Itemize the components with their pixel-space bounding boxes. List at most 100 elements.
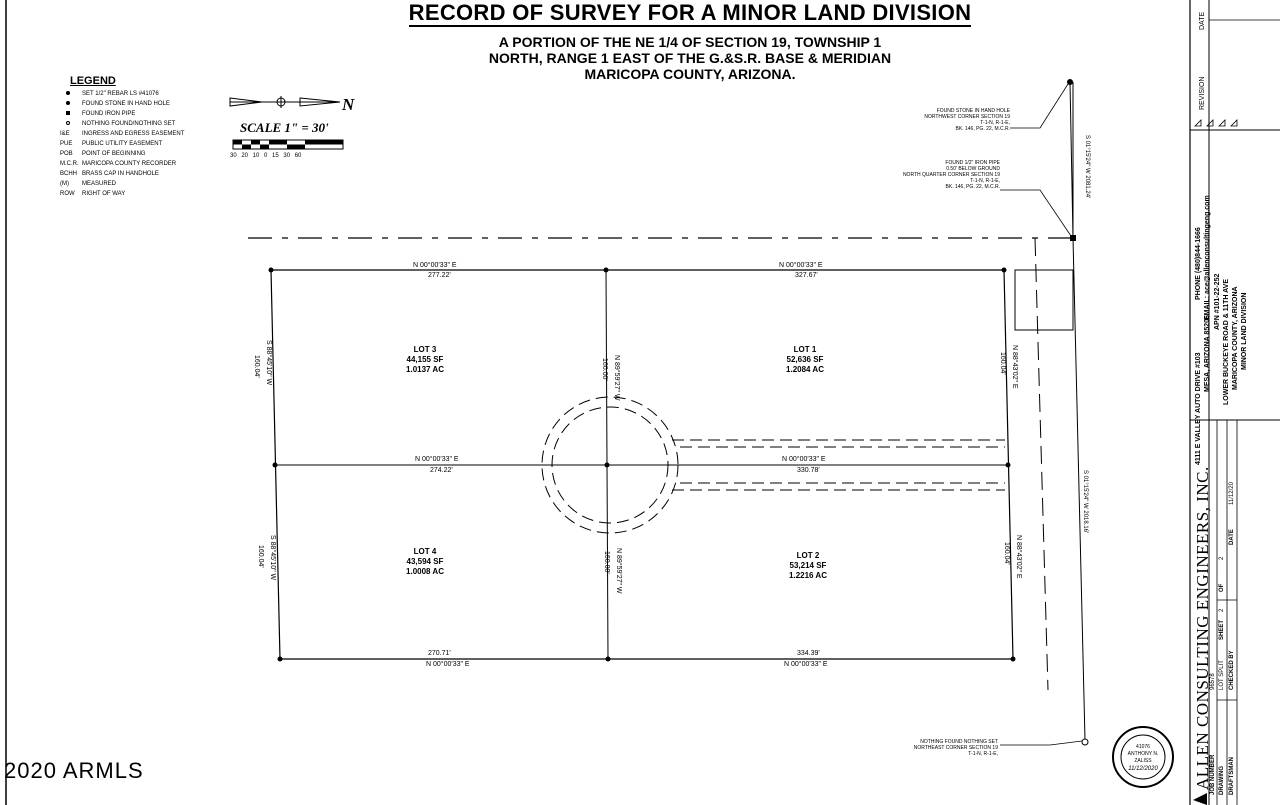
revision-header: REVISION: [1199, 76, 1206, 110]
company-phone: PHONE (480)844-1666: [1195, 227, 1202, 300]
page-subtitle: A PORTION OF THE NE 1/4 OF SECTION 19, T…: [400, 34, 980, 82]
draftsman-label: DRAFTSMAN: [1229, 757, 1235, 795]
subtitle-line-2: NORTH, RANGE 1 EAST OF THE G.&S.R. BASE …: [488, 50, 892, 66]
legend-label: MARICOPA COUNTY RECORDER: [82, 161, 177, 167]
page-title: RECORD OF SURVEY FOR A MINOR LAND DIVISI…: [408, 0, 972, 27]
distance-bot-right: 334.39': [797, 650, 820, 657]
bearing-top-left: N 00°00'33" E: [413, 262, 457, 269]
legend-label: FOUND STONE IN HAND HOLE: [82, 101, 170, 107]
cul-de-sac-easement: [541, 396, 1005, 534]
survey-plat: N: [5, 0, 1174, 805]
seal-date: 11/12/2020: [1128, 766, 1158, 772]
company-email: EMAIL: ace@allenconsultingeng.com: [1204, 195, 1211, 320]
bearing-right-lower: N 88°43'02" E: [1015, 535, 1022, 579]
bearing-right-upper: N 88°43'02" E: [1011, 345, 1018, 389]
job-number-label: JOB NUMBER: [1210, 754, 1216, 795]
dot-symbol-icon: [66, 101, 70, 105]
legend-abbrev: PUE: [60, 141, 73, 147]
date-value: 11/12/20: [1229, 482, 1235, 505]
east-section-line: [1069, 81, 1086, 741]
legend-abbrev: M.C.R.: [60, 161, 79, 167]
legend-label: FOUND IRON PIPE: [82, 111, 136, 117]
dim-lower-section: S 01°15'24" W 2018.16': [1082, 470, 1088, 534]
drawing-label: DRAWING: [1219, 766, 1225, 795]
copyright-watermark: 2020 ARMLS: [4, 758, 144, 783]
bearing-center-lower: N 89°59'27" W: [615, 548, 622, 594]
legend-item: POB POINT OF BEGINNING: [60, 149, 184, 159]
company-city: MESA, ARIZONA 85206: [1204, 315, 1211, 392]
project-line-2: MARICOPA COUNTY, ARIZONA: [1232, 286, 1239, 390]
ring-symbol-icon: [66, 121, 70, 125]
distance-mid-right: 330.78': [797, 467, 820, 474]
leader-nw: [1010, 83, 1069, 129]
seal-name-2: ZALISS: [1134, 758, 1152, 764]
legend-item: FOUND IRON PIPE: [60, 109, 184, 119]
scale-bar: [232, 139, 344, 150]
title-block: DATE REVISION ALLEN CONSULTING ENGINEERS…: [1185, 0, 1280, 805]
legend-label: POINT OF BEGINNING: [82, 151, 146, 157]
company-address: 4111 E VALLEY AUTO DRIVE #103: [1195, 352, 1202, 465]
sheet-value: 2: [1219, 608, 1225, 612]
leader-nq: [1000, 189, 1072, 237]
distance-right-lower: 160.04': [1003, 542, 1010, 565]
legend-item: I&E INGRESS AND EGRESS EASEMENT: [60, 129, 184, 139]
bearing-bot-left: N 00°00'33" E: [426, 661, 470, 668]
seal-number: 41076: [1136, 744, 1150, 750]
legend-abbrev: I&E: [60, 131, 70, 137]
company-name: ALLEN CONSULTING ENGINEERS, INC.: [1193, 466, 1212, 790]
legend-label: MEASURED: [82, 181, 117, 187]
square-symbol-icon: [66, 111, 70, 115]
distance-left-lower: 160.04': [257, 545, 264, 568]
legend-abbrev: (M): [60, 181, 69, 187]
legend-item: SET 1/2" REBAR LS #41076: [60, 89, 184, 99]
date-header: DATE: [1199, 11, 1206, 30]
scale-label: SCALE 1" = 30': [240, 120, 329, 135]
legend-item: NOTHING FOUND/NOTHING SET: [60, 119, 184, 129]
easement-line: [1034, 237, 1049, 691]
monuments: [268, 79, 1089, 746]
row-box: [1014, 269, 1074, 331]
bearing-center-upper: N 89°59'27" W: [613, 355, 620, 401]
dot-symbol-icon: [66, 91, 70, 95]
legend-label: NOTHING FOUND/NOTHING SET: [82, 121, 176, 127]
legend-label: RIGHT OF WAY: [82, 191, 126, 197]
leader-ne: [1000, 740, 1083, 746]
bearing-left-lower: S 88°45'10" W: [269, 535, 276, 581]
revision-triangle-icons: [1194, 119, 1238, 127]
distance-top-right: 327.67': [795, 272, 818, 279]
distance-center-lower: 160.00': [603, 551, 610, 574]
legend-label: BRASS CAP IN HANDHOLE: [82, 171, 159, 177]
bearing-bot-right: N 00°00'33" E: [784, 661, 828, 668]
bearing-top-right: N 00°00'33" E: [779, 262, 823, 269]
legend-abbrev: ROW: [60, 191, 75, 197]
bearing-left-upper: S 88°45'10" W: [265, 340, 272, 386]
legend-abbrev: BCHH: [60, 171, 78, 177]
of-value: 2: [1219, 556, 1225, 560]
legend-label: INGRESS AND EGRESS EASEMENT: [82, 131, 185, 137]
project-line-1: LOWER BUCKEYE ROAD & 11TH AVE: [1223, 278, 1230, 405]
apn: APN #101-22-252: [1214, 273, 1221, 330]
sheet-label: SHEET: [1219, 619, 1225, 640]
distance-mid-left: 274.22': [430, 467, 453, 474]
legend-abbrev: POB: [60, 151, 73, 157]
bearing-mid-right: N 00°00'33" E: [782, 456, 826, 463]
dim-upper-section: S 01°15'24" W 2081.24': [1084, 135, 1090, 199]
distance-top-left: 277.22': [428, 272, 451, 279]
legend-item: FOUND STONE IN HAND HOLE: [60, 99, 184, 109]
distance-bot-left: 270.71': [428, 650, 451, 657]
bearing-mid-left: N 00°00'33" E: [415, 456, 459, 463]
scale-ticks: 30 20 10 0 15 30 60: [230, 153, 302, 159]
of-label: OF: [1219, 583, 1225, 592]
north-label: N: [341, 95, 355, 114]
legend-title: LEGEND: [70, 75, 116, 87]
legend-item: PUE PUBLIC UTILITY EASEMENT: [60, 139, 184, 149]
legend-label: PUBLIC UTILITY EASEMENT: [82, 141, 163, 147]
subtitle-line-1: A PORTION OF THE NE 1/4 OF SECTION 19, T…: [498, 34, 882, 50]
